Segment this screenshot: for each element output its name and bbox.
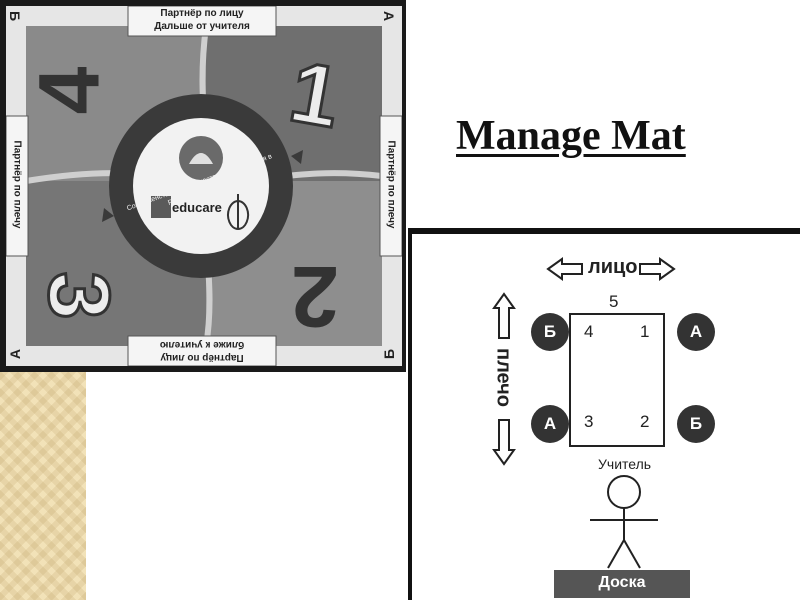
seat-letter-top-right: А: [689, 322, 703, 341]
mat-graphics: [6, 6, 402, 366]
manage-mat-photo: 4 1 3 2 Б А А Б Партнёр по лицу Дальше о…: [0, 0, 406, 372]
cell-number-4: 4: [584, 322, 594, 341]
face-label: лицо: [588, 256, 638, 278]
seat-letter-bottom-left: А: [543, 414, 557, 433]
teacher-label: Учитель: [598, 456, 652, 472]
mat-bottom-label-line1: Партнёр по лицу: [160, 352, 244, 363]
diagram-graphics: [492, 257, 715, 598]
mat-number-4: 4: [21, 66, 118, 115]
seat-letter-bottom-right: Б: [689, 414, 703, 433]
cell-number-2: 2: [640, 412, 650, 431]
mat-bottom-label-line2: ближе к учителю: [159, 339, 245, 350]
mat-corner-letter-tl: Б: [7, 10, 24, 22]
seating-diagram: лицо плечо 5 4 1 3 2 Б А А Б Учитель Дос…: [412, 234, 800, 600]
mat-corner-letter-bl: А: [7, 348, 24, 360]
cell-number-1: 1: [640, 322, 650, 341]
seating-diagram-frame: лицо плечо 5 4 1 3 2 Б А А Б Учитель Дос…: [408, 228, 800, 600]
mat-top-label-line2: Дальше от учителя: [154, 21, 250, 32]
slide-title: Manage Mat: [456, 113, 686, 159]
mat-number-3: 3: [29, 270, 128, 321]
top-number: 5: [609, 292, 619, 311]
board-label: Доска: [598, 574, 646, 591]
mat-left-label: Партнёр по плечу: [11, 140, 23, 229]
mat-corner-letter-tr: А: [381, 10, 398, 22]
mat-surface: 4 1 3 2 Б А А Б Партнёр по лицу Дальше о…: [6, 6, 402, 366]
mat-top-label-line1: Партнёр по лицу: [160, 8, 244, 19]
mat-corner-letter-br: Б: [381, 348, 398, 360]
cell-number-3: 3: [584, 412, 594, 431]
mat-logo-text: educare: [172, 200, 222, 215]
seat-letter-top-left: Б: [543, 322, 557, 341]
shoulder-label: плечо: [492, 348, 515, 407]
decorative-parchment-band: [0, 372, 86, 600]
mat-right-label: Партнёр по плечу: [385, 140, 397, 229]
mat-number-2: 2: [291, 248, 339, 344]
